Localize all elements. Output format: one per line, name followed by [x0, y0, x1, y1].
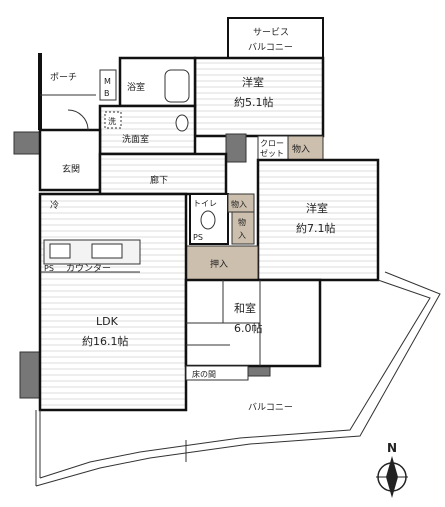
tokonoma: 床の間	[185, 365, 249, 381]
closet-label-1: クロー	[260, 139, 284, 148]
toilet: トイレ PS	[189, 193, 229, 245]
storage-vertical-label-2: 入	[238, 231, 246, 240]
ps-left-label: PS	[193, 233, 203, 242]
storage-toilet: 物入	[227, 193, 255, 213]
mb-label-b: B	[104, 89, 110, 98]
porch-label: ポーチ	[50, 72, 77, 83]
japanese-room: 和室 6.0帖	[184, 278, 322, 368]
storage-vertical: 物 入	[231, 211, 255, 245]
balcony: バルコニー	[35, 271, 441, 487]
oshiire: 押入	[185, 245, 259, 281]
western-room-1-name: 洋室	[242, 75, 264, 89]
porch-area: ポーチ	[38, 53, 96, 130]
counter-label: カウンター	[66, 263, 111, 274]
north-arrow-icon: N	[376, 441, 408, 498]
mb-label-m: M	[104, 77, 111, 86]
storage-toilet-label: 物入	[231, 199, 247, 209]
japanese-room-name: 和室	[234, 301, 256, 315]
western-room-2-size: 約7.1帖	[296, 221, 336, 235]
storage-top: 物入	[287, 135, 324, 161]
service-balcony-label-2: バルコニー	[248, 42, 293, 53]
ldk-name: LDK	[96, 315, 119, 328]
service-balcony: サービス バルコニー	[227, 17, 324, 61]
japanese-room-size: 6.0帖	[234, 322, 263, 335]
washer-label: 洗	[108, 116, 116, 126]
washroom: 洗 洗面室	[98, 104, 197, 156]
closet-label-2: ゼット	[260, 148, 284, 158]
storage-vertical-label-1: 物	[238, 217, 246, 227]
western-room-1: 洋室 約5.1帖	[193, 56, 325, 138]
western-room-2-name: 洋室	[306, 201, 328, 215]
western-room-1-size: 約5.1帖	[234, 95, 274, 109]
ldk: 冷 PS カウンター LDK 約16.1帖	[38, 192, 188, 412]
compass-n-label: N	[387, 441, 397, 455]
entrance: 玄関	[38, 109, 102, 192]
entrance-label: 玄関	[62, 163, 80, 175]
ldk-size: 約16.1帖	[82, 334, 129, 348]
bathroom: 浴室	[118, 56, 197, 108]
ps-kitchen-label: PS	[44, 264, 54, 273]
closet: クロー ゼット	[257, 135, 289, 161]
tokonoma-label: 床の間	[192, 369, 216, 379]
hallway: 廊下	[98, 152, 228, 196]
washroom-label: 洗面室	[122, 133, 149, 145]
service-balcony-label-1: サービス	[253, 27, 289, 38]
toilet-label: トイレ	[193, 199, 217, 208]
balcony-label: バルコニー	[248, 402, 293, 413]
oshiire-label: 押入	[210, 258, 228, 270]
storage-top-label: 物入	[292, 143, 310, 155]
bathroom-label: 浴室	[127, 81, 145, 93]
pillar-2	[13, 131, 41, 155]
western-room-2: 洋室 約7.1帖	[256, 158, 380, 282]
hallway-label: 廊下	[150, 174, 168, 186]
meter-box: M B	[99, 69, 117, 101]
fridge-label: 冷	[50, 199, 59, 211]
pillar-1	[225, 133, 247, 163]
